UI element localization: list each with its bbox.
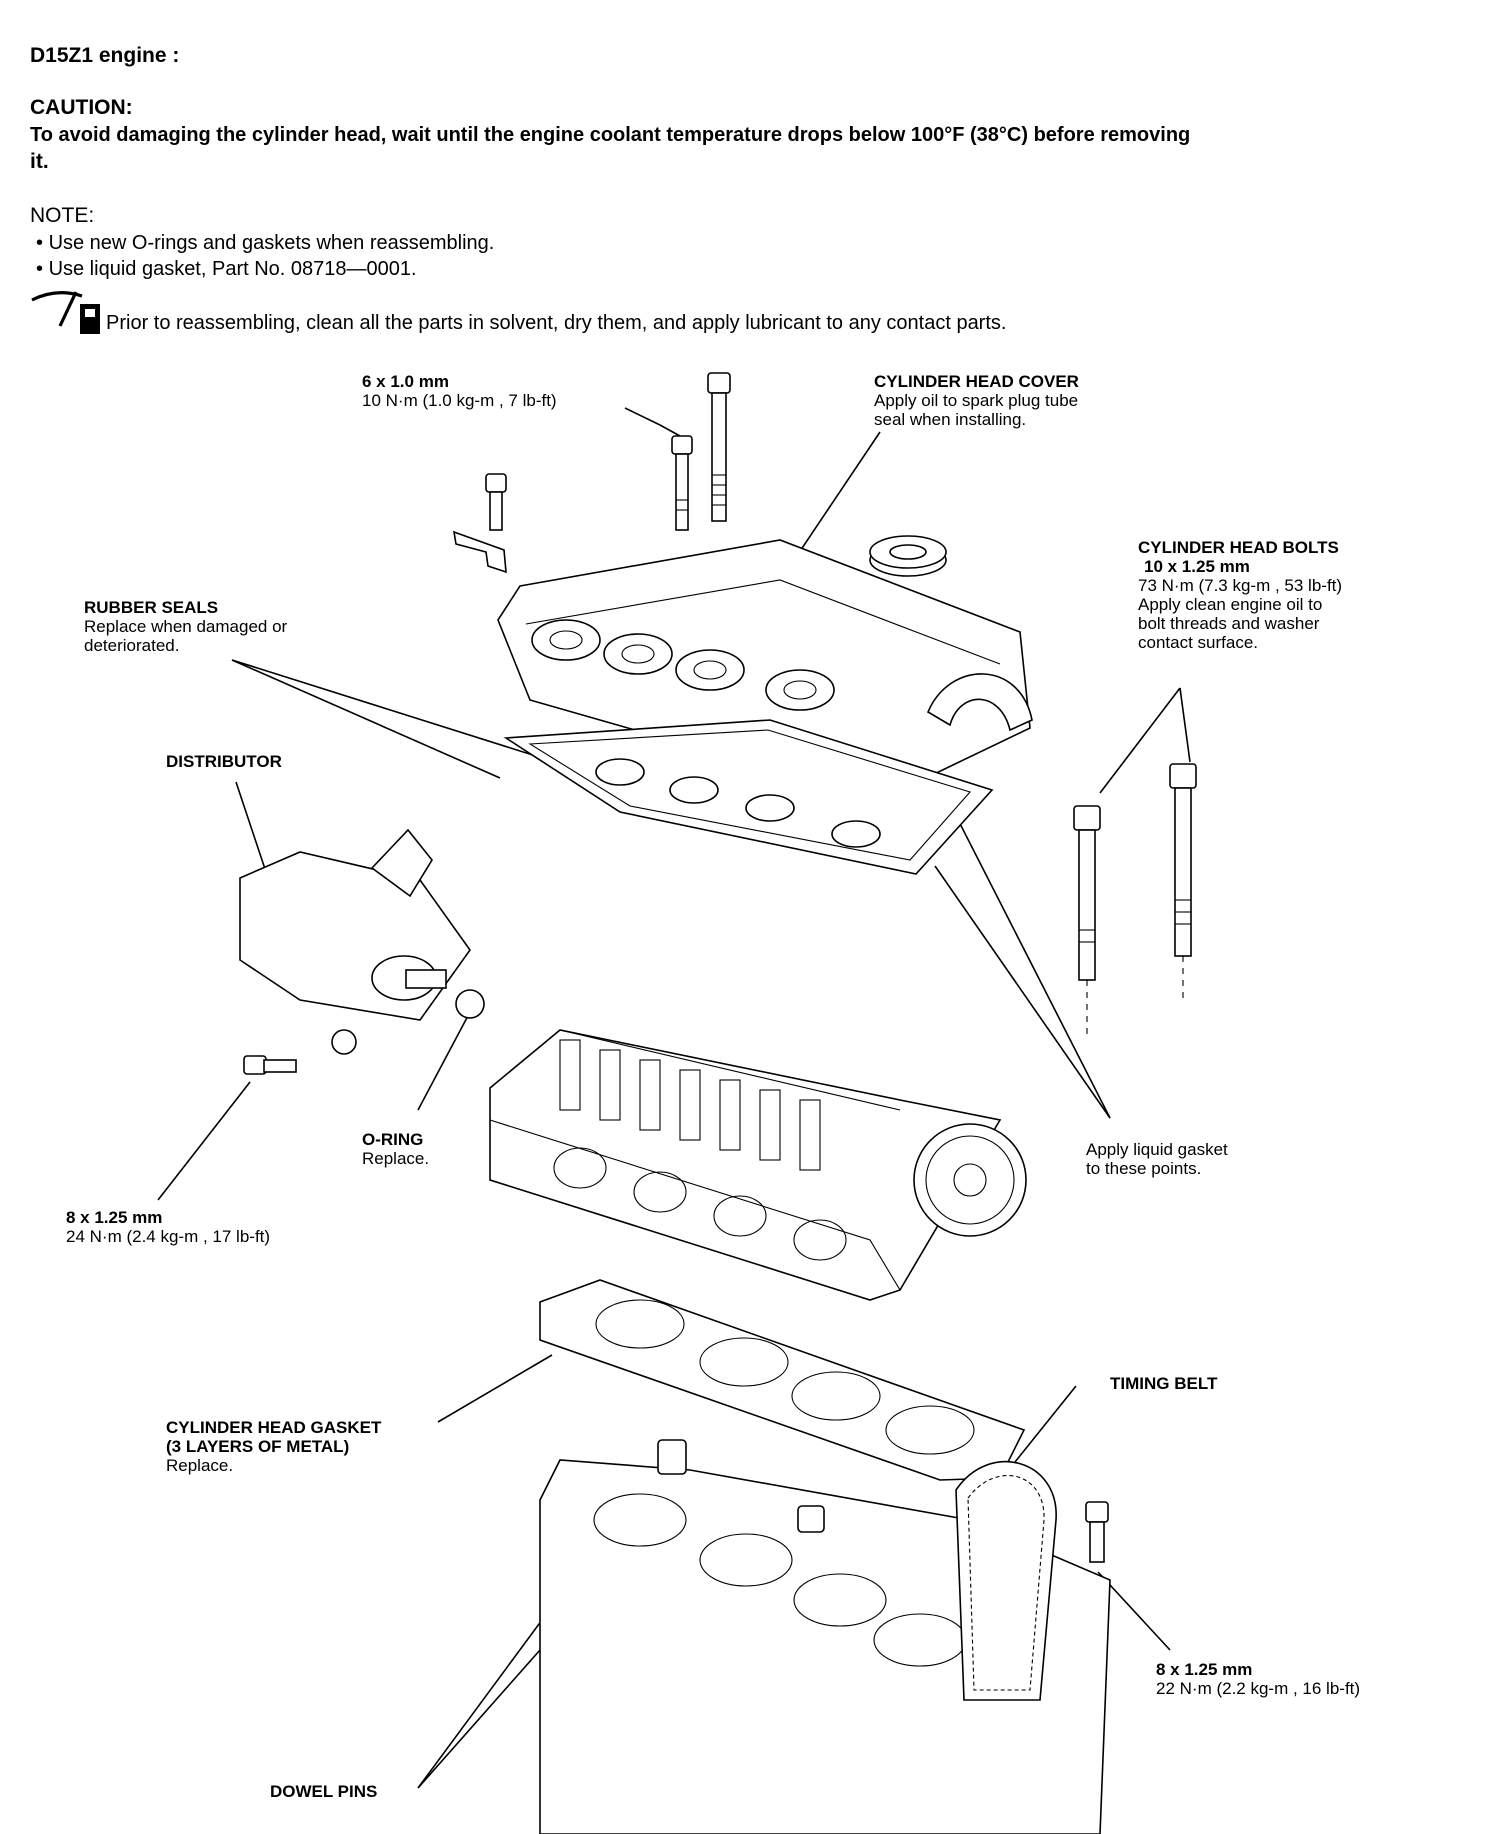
note-item-2-text: Use liquid gasket, Part No. 08718—0001. — [48, 258, 417, 280]
oil-can-icon — [31, 290, 100, 334]
head-gasket — [539, 1279, 1026, 1481]
timing-belt-label: TIMING BELT — [1110, 1374, 1218, 1393]
cover-bolts — [452, 372, 731, 574]
belt-bolt-torque: 22 N·m (2.2 kg-m , 16 lb-ft) — [1156, 1679, 1361, 1699]
head-bolts-note-2: bolt threads and washer — [1138, 614, 1320, 634]
distributor-bolt-torque: 24 N·m (2.4 kg-m , 17 lb-ft) — [66, 1227, 271, 1247]
note-title: NOTE: — [30, 204, 95, 227]
cylinder-head-bolts — [1073, 763, 1197, 1040]
liquid-gasket-note-1: Apply liquid gasket — [1086, 1140, 1228, 1159]
note-item-1-text: Use new O-rings and gaskets when reassem… — [48, 232, 495, 254]
caution-line-2: it. — [30, 150, 49, 173]
head-cover-callout: CYLINDER HEAD COVER Apply oil to spark p… — [874, 372, 1079, 429]
liquid-gasket-callout: Apply liquid gasket to these points. — [1086, 1140, 1228, 1178]
prep-instruction: Prior to reassembling, clean all the par… — [106, 312, 1007, 334]
head-cover-title: CYLINDER HEAD COVER — [874, 372, 1079, 391]
belt-bolt-callout: 8 x 1.25 mm 22 N·m (2.2 kg-m , 16 lb-ft) — [1156, 1660, 1360, 1698]
cylinder-head — [489, 1029, 1027, 1301]
belt-bolt-size: 8 x 1.25 mm — [1156, 1660, 1253, 1679]
cylinder-head-cover — [497, 539, 1033, 801]
note-item-2: • Use liquid gasket, Part No. 08718—0001… — [36, 258, 417, 280]
caution-line-1: To avoid damaging the cylinder head, wai… — [30, 124, 1191, 146]
caution-title: CAUTION: — [30, 96, 133, 119]
cover-bolt-callout: 6 x 1.0 mm 10 N·m (1.0 kg-m , 7 lb-ft) — [362, 372, 557, 410]
head-bolts-callout: CYLINDER HEAD BOLTS 10 x 1.25 mm 73 N·m … — [1138, 538, 1342, 652]
rubber-seals-callout: RUBBER SEALS Replace when damaged or det… — [84, 598, 287, 655]
rubber-seals-note-2: deteriorated. — [84, 636, 180, 656]
rubber-seals-note-1: Replace when damaged or — [84, 617, 288, 637]
dowel-pins-label: DOWEL PINS — [270, 1782, 378, 1801]
o-ring-callout: O-RING Replace. — [362, 1130, 429, 1168]
cover-bolt-torque: 10 N·m (1.0 kg-m , 7 lb-ft) — [362, 391, 557, 411]
liquid-gasket-note-2: to these points. — [1086, 1159, 1202, 1179]
head-bolts-torque: 73 N·m (7.3 kg-m , 53 lb-ft) — [1138, 576, 1343, 596]
head-gasket-layers: (3 LAYERS OF METAL) — [166, 1437, 350, 1457]
head-gasket-callout: CYLINDER HEAD GASKET (3 LAYERS OF METAL)… — [166, 1418, 381, 1475]
engine-block — [539, 1439, 1111, 1834]
head-bolts-title: CYLINDER HEAD BOLTS — [1138, 538, 1339, 557]
head-bolts-size: 10 x 1.25 mm — [1144, 557, 1250, 577]
cover-gasket — [503, 719, 994, 875]
distributor-bolt-callout: 8 x 1.25 mm 24 N·m (2.4 kg-m , 17 lb-ft) — [66, 1208, 270, 1246]
head-cover-note-1: Apply oil to spark plug tube — [874, 391, 1079, 411]
head-gasket-title: CYLINDER HEAD GASKET — [166, 1418, 382, 1437]
distributor — [239, 828, 485, 1075]
note-item-1: • Use new O-rings and gaskets when reass… — [36, 232, 495, 254]
cover-bolt-size: 6 x 1.0 mm — [362, 372, 449, 391]
head-gasket-note: Replace. — [166, 1456, 234, 1476]
distributor-label: DISTRIBUTOR — [166, 752, 282, 771]
o-ring-note: Replace. — [362, 1149, 430, 1169]
oil-filler-cap — [869, 535, 947, 577]
head-bolts-note-3: contact surface. — [1138, 633, 1259, 653]
distributor-bolt-size: 8 x 1.25 mm — [66, 1208, 163, 1227]
head-cover-note-2: seal when installing. — [874, 410, 1027, 430]
head-bolts-note-1: Apply clean engine oil to — [1138, 595, 1323, 615]
o-ring-title: O-RING — [362, 1130, 424, 1149]
rubber-seals-title: RUBBER SEALS — [84, 598, 219, 617]
engine-title: D15Z1 engine : — [30, 44, 180, 67]
